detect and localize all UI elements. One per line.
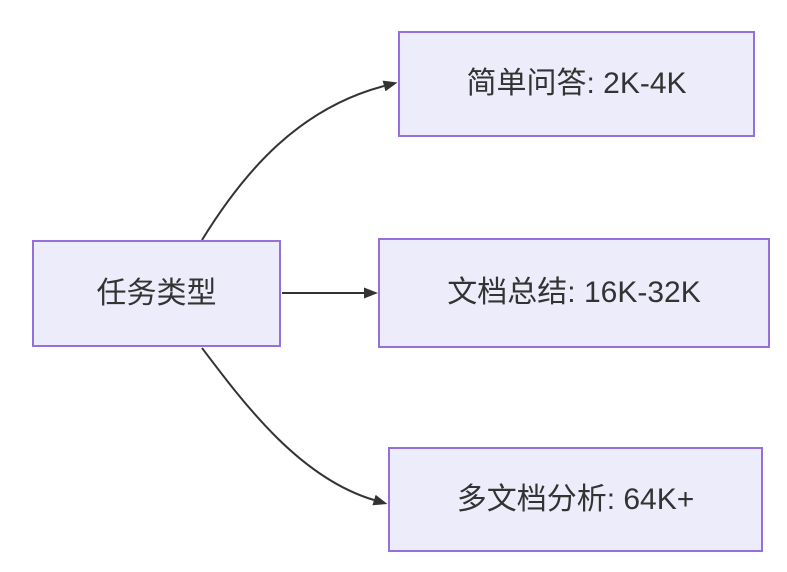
node-task-type: 任务类型 [32, 240, 281, 347]
node-simple-qa-label: 简单问答: 2K-4K [466, 67, 687, 100]
node-simple-qa: 简单问答: 2K-4K [398, 31, 755, 137]
node-doc-summary-label: 文档总结: 16K-32K [447, 276, 701, 309]
node-multidoc-analysis-label: 多文档分析: 64K+ [456, 482, 695, 516]
edge-root-to-simple-qa [201, 80, 398, 241]
node-multidoc-analysis: 多文档分析: 64K+ [388, 447, 763, 552]
edge-root-to-multidoc-analysis [201, 347, 388, 506]
node-task-type-label: 任务类型 [96, 276, 217, 310]
node-doc-summary: 文档总结: 16K-32K [378, 238, 770, 348]
